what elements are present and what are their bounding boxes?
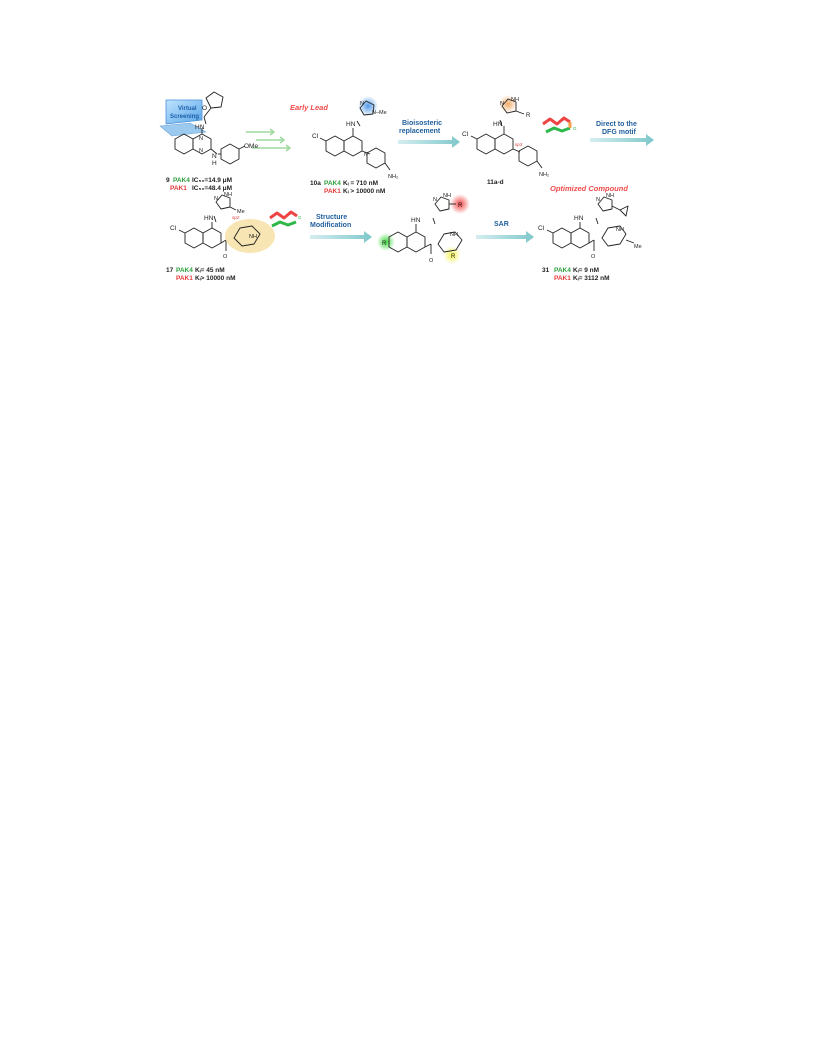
bioisosteric-label-2: replacement [399,128,441,135]
c9-n2: N [199,148,203,154]
c11-n1: N [500,101,504,107]
arrow-bioisosteric [398,136,460,148]
c31-cl: Cl [538,225,545,232]
virtual-label: Virtual [178,106,197,112]
c17-dfg-g: G [298,215,302,220]
c9-line2-value: IC₅₀=48.4 μM [192,185,232,192]
c17-me: Me [237,209,245,215]
c9-o: O [202,105,207,112]
c31-line2-value: Kᵢ= 3112 nM [573,275,610,282]
c31-line1-value: Kᵢ= 9 nM [573,267,599,274]
c9-h: H [212,160,217,167]
c9-line2-target: PAK1 [170,185,187,192]
c17-hn: HN [204,215,214,222]
dfg-label-1: Direct to the [596,121,637,128]
c11-sp3: sp3 [515,142,523,147]
compound-9-structure [159,91,246,165]
c9-line1-target: PAK4 [173,177,190,184]
c31-line2-target: PAK1 [554,275,571,282]
c10a-hn: HN [346,121,356,128]
c10a-line1-value: Kᵢ = 710 nM [343,180,378,187]
gen-r2: R [382,241,387,247]
arrow-dfg [590,134,654,146]
c31-id: 31 [542,267,550,274]
c9-id: 9 [166,177,170,184]
c31-hn: HN [574,215,584,222]
compound-31-structure [546,196,635,251]
c17-o: O [223,254,228,260]
gen-nh: NH [443,193,451,199]
dfg-label-2: DFG motif [602,129,636,136]
gen-nh-pip: NH [450,232,458,238]
c17-nh-pip: NH [249,234,257,240]
early-lead-title: Early Lead [290,103,328,112]
screening-arrows [246,128,291,152]
gen-hn: HN [411,217,421,224]
gen-r1: R [458,203,463,209]
sar-label: SAR [494,221,509,228]
c31-nh-pip: NH [616,227,624,233]
c9-n1: N [199,136,203,142]
c11-dfg-f: F [568,121,571,126]
compound-17-structure [178,194,298,253]
c11-dfg-d: D [561,117,565,122]
c17-line1-value: Kᵢ= 45 nM [195,267,225,274]
gen-n: N [433,197,437,203]
c10a-line1-target: PAK4 [324,180,341,187]
c10a-nh2: NH₂ [388,174,398,180]
compound-11-structure [470,95,572,169]
c11-id: 11a-d [487,179,504,186]
gen-o: O [429,258,434,264]
bioisosteric-label-1: Bioisosteric [402,120,442,127]
c10a-line2-value: Kᵢ > 10000 nM [343,188,385,195]
arrow-structure [310,231,372,243]
c10a-id: 10a [310,180,321,187]
arrow-sar [476,231,534,243]
c10a-line2-target: PAK1 [324,188,341,195]
c10a-n2: N [364,152,368,158]
c10a-cl: Cl [312,133,319,140]
structure-label-1: Structure [316,214,347,221]
c11-hn: HN [493,121,503,128]
optimized-title: Optimized Compound [550,184,628,193]
c9-n3: N [212,153,217,160]
c9-ome: OMe [244,143,258,150]
c17-n: N [214,196,218,202]
c9-hn: HN [195,124,205,131]
c31-o: O [591,254,596,260]
c11-cl: Cl [462,131,469,138]
c10a-nme: N–Me [372,110,387,116]
c17-dfg-d: D [288,211,292,216]
structure-label-2: Modification [310,222,351,229]
gen-r3: R [451,254,456,260]
c31-me: Me [634,244,642,250]
c17-cl: Cl [170,225,177,232]
c11-nh2: NH₂ [539,172,549,178]
screening-label: Screening [170,114,199,120]
c17-line2-value: Kᵢ> 10000 nM [195,275,235,282]
c17-nh: NH [224,192,232,198]
c11-dfg-g: G [573,126,577,131]
c10a-n1: N [360,101,364,107]
c17-sp2: sp2 [232,215,240,220]
c31-n: N [596,197,600,203]
c11-nh: NH [511,97,519,103]
generic-scaffold-structure [377,194,470,264]
c17-line1-target: PAK4 [176,267,193,274]
compound-10a-structure [319,96,391,171]
c11-r: R [526,113,531,119]
c17-id: 17 [166,267,174,274]
c31-line1-target: PAK4 [554,267,571,274]
drug-discovery-scheme: Virtual Screening O HN N N N H OMe 9 PAK… [159,91,654,282]
c31-nh: NH [606,193,614,199]
c17-line2-target: PAK1 [176,275,193,282]
c9-line1-value: IC₅₀=14.9 μM [192,177,232,184]
